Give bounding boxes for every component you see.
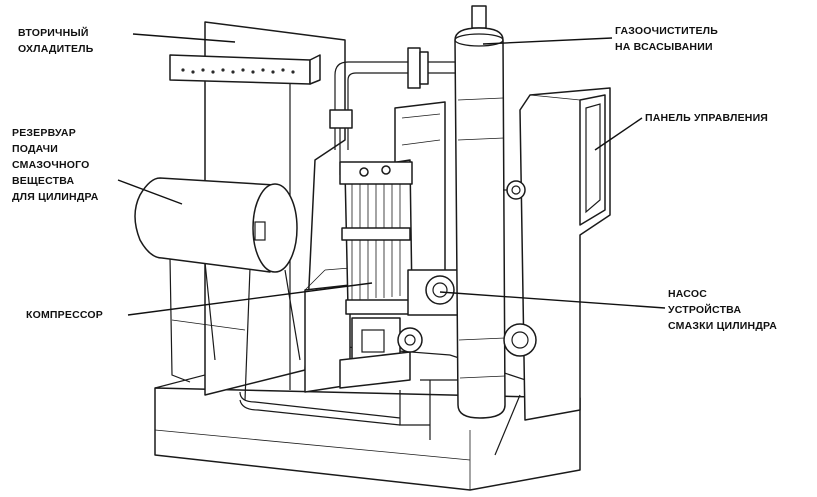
label-lubricant-tank-line-2: ПОДАЧИ: [12, 143, 58, 155]
label-lubricant-tank: РЕЗЕРВУАР ПОДАЧИ СМАЗОЧНОГО ВЕЩЕСТВА ДЛЯ ЦИЛ…: [12, 127, 183, 205]
leader-lubricant-tank: [117, 179, 183, 205]
gas-cleaner-vessel: [454, 5, 537, 419]
control-panel-cabinet: [519, 87, 611, 421]
label-compressor: КОМПРЕССОР: [26, 282, 373, 321]
label-lube-pump: НАСОС УСТРОЙСТВА СМАЗКИ ЦИЛИНДРА: [439, 288, 777, 332]
svg-text:КОМПРЕССОР: КОМПРЕССОР: [26, 309, 103, 321]
leader-control-panel: [594, 117, 643, 151]
tank-stand: [169, 257, 301, 401]
leader-secondary-cooler: [132, 33, 236, 43]
label-control-panel: ПАНЕЛЬ УПРАВЛЕНИЯ: [594, 112, 768, 151]
label-secondary-cooler-line-2: ОХЛАДИТЕЛЬ: [18, 43, 94, 55]
label-lubricant-tank-line-5: ДЛЯ ЦИЛИНДРА: [12, 191, 99, 203]
secondary-cooler: [169, 54, 321, 85]
label-lube-pump-line-1: НАСОС: [668, 288, 707, 300]
label-compressor-line-1: КОМПРЕССОР: [26, 309, 103, 321]
label-lubricant-tank-line-1: РЕЗЕРВУАР: [12, 127, 76, 139]
suction-piping: [329, 47, 455, 175]
label-lubricant-tank-line-3: СМАЗОЧНОГО: [12, 159, 90, 171]
drain-piping: [239, 379, 521, 456]
label-gas-cleaner-line-1: ГАЗООЧИСТИТЕЛЬ: [615, 25, 718, 37]
label-lube-pump-line-2: УСТРОЙСТВА: [668, 303, 741, 316]
lubricant-tank: [134, 177, 298, 273]
leader-gas-cleaner: [482, 37, 613, 45]
leader-compressor: [127, 282, 373, 316]
label-control-panel-line-1: ПАНЕЛЬ УПРАВЛЕНИЯ: [645, 112, 768, 124]
label-secondary-cooler: ВТОРИЧНЫЙ ОХЛАДИТЕЛЬ: [18, 26, 236, 55]
svg-text:ПАНЕЛЬ УПРАВЛЕНИЯ: ПАНЕЛЬ УПРАВЛЕНИЯ: [645, 112, 768, 124]
compressor: [339, 159, 413, 389]
label-lubricant-tank-line-4: ВЕЩЕСТВА: [12, 175, 74, 187]
label-gas-cleaner-line-2: НА ВСАСЫВАНИИ: [615, 41, 713, 53]
leader-lube-pump: [439, 291, 666, 309]
label-secondary-cooler-line-1: ВТОРИЧНЫЙ: [18, 26, 89, 39]
label-lube-pump-line-3: СМАЗКИ ЦИЛИНДРА: [668, 320, 777, 332]
label-gas-cleaner: ГАЗООЧИСТИТЕЛЬ НА ВСАСЫВАНИИ: [482, 25, 718, 53]
